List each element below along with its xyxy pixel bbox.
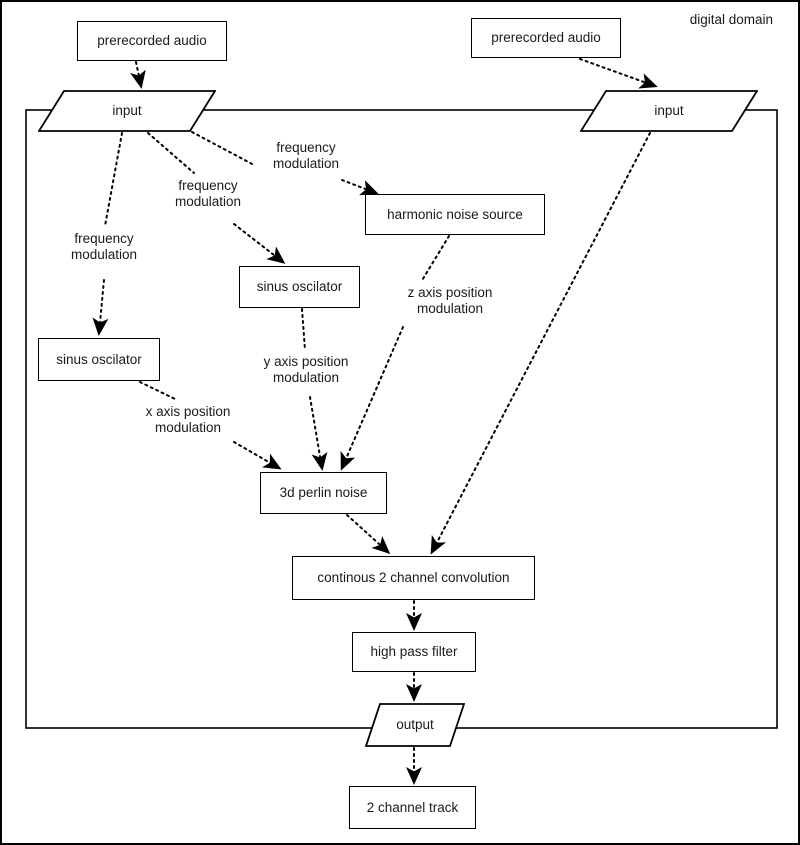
edge-label-frequency-modulation-sinus-right: frequency modulation [174,178,242,210]
edge-input-left-to-fm-harmonic-a [191,131,255,166]
node-label: continous 2 channel convolution [317,570,510,586]
node-3d-perlin-noise[interactable]: 3d perlin noise [260,472,387,514]
node-output[interactable]: output [365,703,465,747]
node-prerecorded-audio-left[interactable]: prerecorded audio [77,21,227,61]
node-input-left[interactable]: input [38,90,216,132]
node-label: input [112,103,142,119]
node-sinus-oscilator-right[interactable]: sinus oscilator [239,266,360,308]
edge-label-y-axis-position-modulation: y axis position modulation [263,354,349,386]
edge-fm-sinus-left-to-sinus-left [92,279,109,336]
edge-label-x-axis-position-modulation: x axis position modulation [145,404,231,436]
edge-input-left-to-fm-sinus-left-a [104,132,123,227]
edge-harmonic-to-zaxis [420,235,450,283]
node-label: harmonic noise source [387,206,523,222]
edge-prerecorded-left-to-input-left [130,61,146,89]
edge-sinus-right-to-yaxis [301,308,306,351]
node-input-right[interactable]: input [580,90,758,132]
edge-label-frequency-modulation-harmonic: frequency modulation [272,140,340,172]
node-label: output [396,717,434,733]
node-sinus-oscilator-left[interactable]: sinus oscilator [38,338,160,381]
node-label: sinus oscilator [56,351,142,367]
edge-fm-sinus-right-to-sinus-right [233,223,286,264]
edge-sinus-left-to-xaxis [139,381,176,400]
edge-label-frequency-modulation-sinus-left: frequency modulation [70,231,138,263]
edge-input-right-to-convolution [430,132,651,555]
edge-prerecorded-right-to-input-right [579,58,658,89]
node-label: prerecorded audio [491,30,601,46]
node-label: sinus oscilator [256,279,343,295]
node-prerecorded-audio-right[interactable]: prerecorded audio [471,18,621,58]
node-2-channel-track[interactable]: 2 channel track [349,786,476,829]
edge-perlin-to-convolution [346,514,391,555]
node-label: 2 channel track [366,799,459,815]
node-label: 3d perlin noise [279,485,368,501]
edge-fm-harmonic-to-harmonic-noise [341,179,379,196]
digital-domain-label: digital domain [689,12,773,27]
node-label: prerecorded audio [97,33,207,49]
node-high-pass-filter[interactable]: high pass filter [352,632,476,672]
edge-input-left-to-fm-sinus-right-a [147,132,195,174]
parallelogram-shape [365,703,465,747]
node-label: input [654,103,684,119]
parallelogram-shape [580,90,758,132]
edge-yaxis-to-perlin [309,396,328,471]
node-continous-2-channel-convolution[interactable]: continous 2 channel convolution [292,556,535,600]
edge-label-z-axis-position-modulation: z axis position modulation [407,285,493,317]
node-harmonic-noise-source[interactable]: harmonic noise source [365,194,545,235]
parallelogram-shape [38,90,216,132]
edge-zaxis-to-perlin [340,326,404,471]
node-label: high pass filter [370,644,458,660]
edge-xaxis-to-perlin [233,441,282,470]
